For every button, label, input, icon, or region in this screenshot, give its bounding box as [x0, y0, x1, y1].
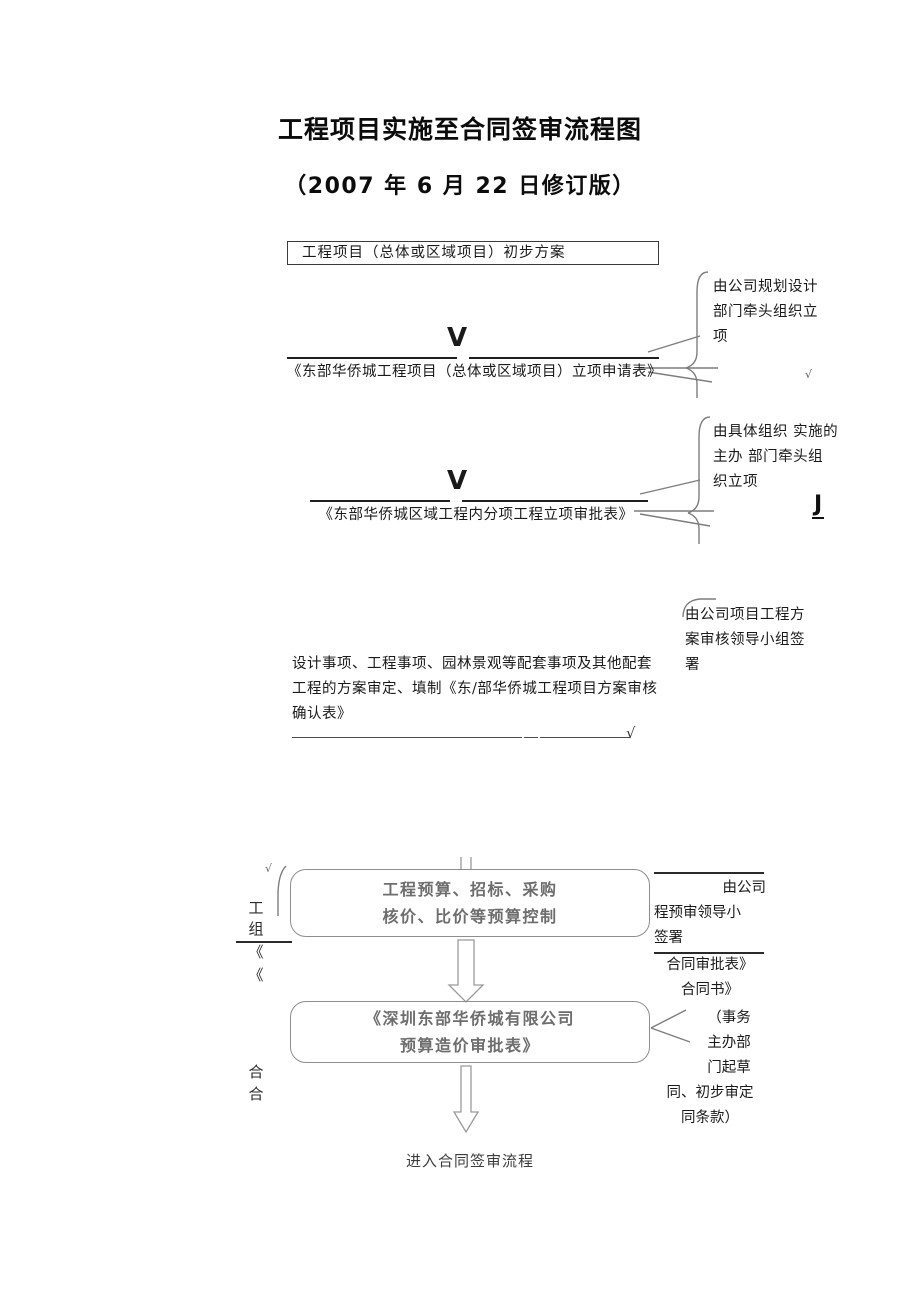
right-fragment-rule-top — [654, 872, 764, 874]
initial-plan-box: 工程项目（总体或区域项目）初步方案 — [287, 241, 659, 265]
page-title: 工程项目实施至合同签审流程图 — [277, 115, 642, 144]
right-fragment-e: 合同书》 — [681, 982, 739, 998]
annotation-1-tick: √ — [805, 368, 813, 381]
process-box-budget-control: 工程预算、招标、采购 核价、比价等预算控制 — [290, 869, 650, 937]
right-fragment-i: 同、初步审定 — [666, 1085, 754, 1101]
process-approval-line-2: 预算造价审批表》 — [399, 1036, 540, 1055]
process-approval-line-1: 《深圳东部华侨城有限公司 — [364, 1009, 575, 1028]
scheme-paragraph: 设计事项、工程事项、园林景观等配套事项及其他配套工程的方案审定、填制《东/部华侨… — [292, 656, 658, 722]
left-fragment-rule — [236, 941, 292, 943]
right-fragment-b: 程预审领导小 — [654, 905, 741, 921]
left-fragment-b: 组 — [248, 920, 264, 938]
annotation-planning-dept: 由公司规划设计部门牵头组织立项 — [713, 279, 818, 345]
doc-form-2-marker: V — [446, 466, 468, 496]
right-fragment-a: 由公司 — [722, 880, 767, 896]
right-fragment-j: 同条款） — [681, 1110, 739, 1126]
left-fragment-f: 合 — [248, 1085, 264, 1103]
left-fragment-a: 工 — [248, 899, 264, 917]
scheme-rule-left — [292, 737, 522, 738]
annotation-review-group: 由公司项目工程方案审核领导小组签署 — [685, 607, 805, 673]
doc-form-1-marker: V — [446, 323, 468, 353]
scheme-check-mark: √ — [626, 724, 636, 742]
doc-form-2-rule-left — [310, 500, 450, 502]
doc-form-2-label: 《东部华侨城区域工程内分项工程立项审批表》 — [318, 507, 634, 523]
page-subtitle: （2007 年 6 月 22 日修订版） — [284, 174, 636, 199]
left-fragment-d: 《 — [248, 966, 264, 984]
annotation-2-glyph: J — [812, 492, 825, 519]
left-fragment-e: 合 — [248, 1063, 264, 1081]
right-fragment-h: 门起草 — [707, 1060, 751, 1076]
right-fragment-f: （事务 — [707, 1010, 751, 1026]
process-budget-line-2: 核价、比价等预算控制 — [382, 907, 558, 926]
process-budget-line-1: 工程预算、招标、采购 — [382, 880, 558, 899]
right-fragment-g: 主办部 — [707, 1035, 751, 1051]
right-fragment-d: 合同审批表》 — [666, 957, 754, 973]
left-fragment-c: 《 — [248, 943, 264, 961]
flow-end-label: 进入合同签审流程 — [405, 1152, 534, 1170]
process-box-budget-approval-form: 《深圳东部华侨城有限公司 预算造价审批表》 — [290, 1001, 650, 1063]
left-fragment-tick: √ — [265, 862, 273, 875]
doc-form-2-rule-right — [462, 500, 648, 502]
scheme-rule-dash — [524, 737, 538, 738]
doc-form-1-rule-left — [287, 357, 457, 359]
right-fragment-c: 签署 — [654, 930, 683, 946]
annotation-host-dept: 由具体组织 实施的主办 部门牵头组 织立项 — [713, 424, 839, 490]
doc-form-1-label: 《东部华侨城工程项目（总体或区域项目）立项申请表》 — [287, 364, 662, 380]
doc-form-1-rule-right — [469, 357, 659, 359]
right-fragment-rule-mid — [654, 952, 764, 954]
scheme-rule-right — [540, 737, 630, 738]
